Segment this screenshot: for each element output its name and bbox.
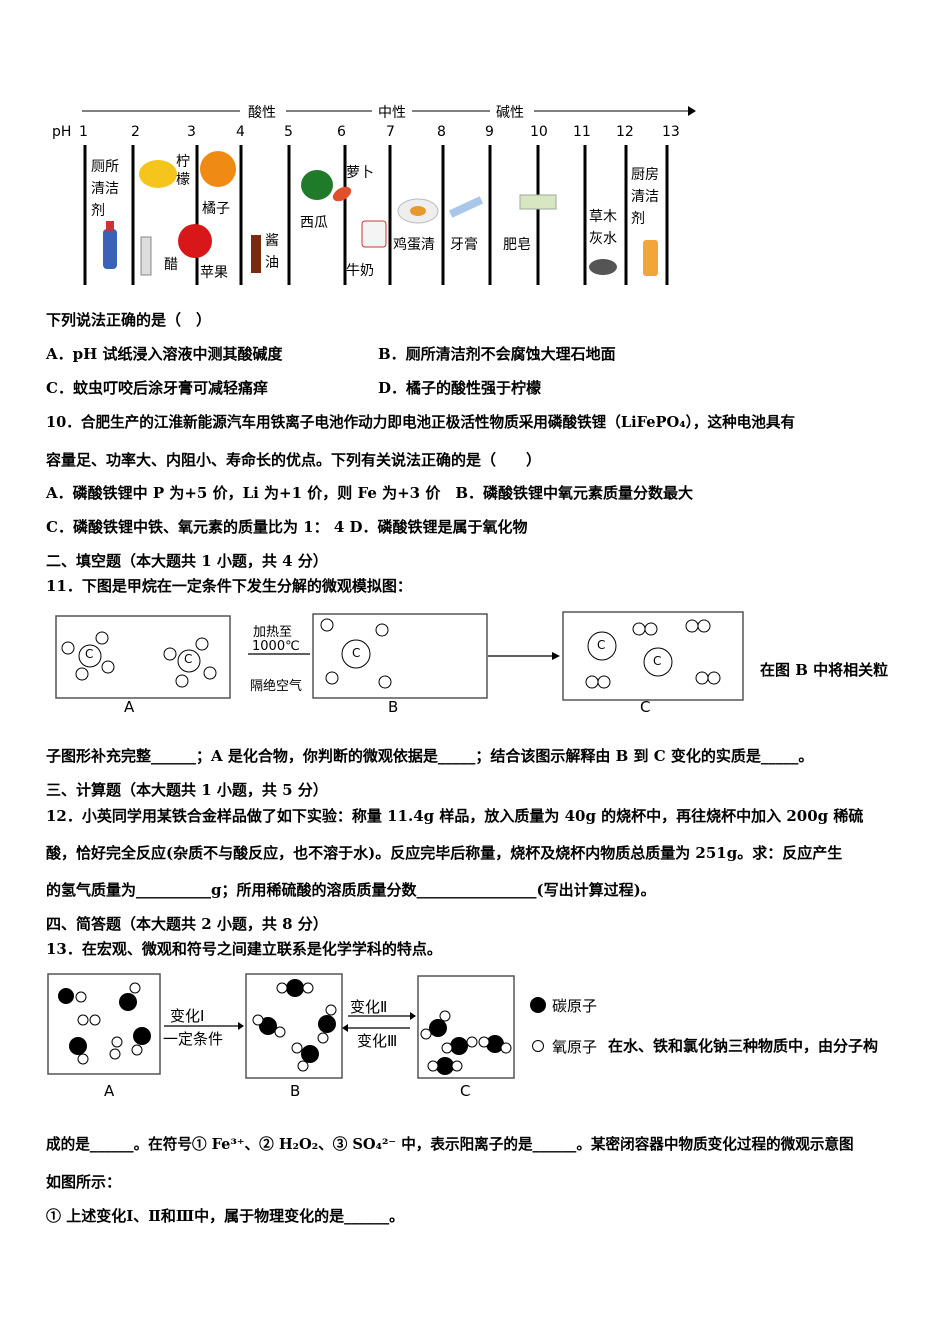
ph-tick: 1: [79, 124, 88, 140]
kitchen-cleaner-bottle: [643, 240, 658, 276]
radish-picture: [332, 186, 352, 202]
base-label: 碱性: [496, 105, 524, 121]
q11-label-c: C: [640, 698, 651, 716]
q13-right-text: 在水、铁和氯化钠三种物质中，由分子构: [608, 1037, 879, 1055]
q10-options-cd: C．磷酸铁锂中铁、氧元素的质量比为 1： 4 D．磷酸铁锂是属于氧化物: [46, 518, 528, 536]
toilet-cleaner-bottle: [103, 229, 117, 269]
neutral-label: 中性: [378, 105, 406, 121]
ph-tick: 9: [485, 124, 494, 140]
ash-water-bowl: [589, 259, 617, 275]
q13-change3: 变化Ⅲ: [357, 1032, 398, 1050]
carbon-legend-icon: [530, 997, 546, 1013]
atom-carbon: C: [184, 652, 193, 666]
soap-picture: [519, 194, 557, 210]
q11-label-a: A: [124, 698, 135, 716]
ph-chart-svg: [82, 106, 696, 285]
ph-tick: 13: [662, 124, 680, 140]
ph-tick: 10: [530, 124, 548, 140]
item-milk: 牛奶: [346, 263, 374, 279]
orange-picture: [200, 151, 236, 187]
ph-chart: [40, 95, 720, 295]
legend-oxygen: 氧原子: [552, 1038, 598, 1056]
q13-label-b: B: [290, 1082, 301, 1100]
ph-tick: 12: [616, 124, 634, 140]
watermelon-picture: [301, 170, 333, 200]
lemon-picture: [139, 160, 177, 188]
item-radish: 萝卜: [346, 165, 374, 181]
q13-figure: [46, 970, 526, 1082]
q11-arrow-bottom: 隔绝空气: [250, 679, 303, 694]
ph-tick: 2: [131, 124, 140, 140]
acid-label: 酸性: [248, 105, 276, 121]
atom-carbon: C: [597, 638, 606, 652]
q12-line3: 的氢气质量为__________g；所用稀硫酸的溶质质量分数__________…: [46, 881, 656, 899]
box-b: [312, 613, 488, 699]
item-soap: 肥皂: [503, 237, 531, 253]
q13-change2: 变化Ⅱ: [350, 998, 388, 1016]
item-orange: 橘子: [202, 201, 230, 217]
item-kitchen-cleaner: 厨房清洁剂: [631, 167, 659, 227]
q12-line2: 酸，恰好完全反应(杂质不与酸反应，也不溶于水)。反应完毕后称量，烧杯及烧杯内物质…: [46, 844, 843, 862]
section-2-heading: 二、填空题（本大题共 1 小题，共 4 分）: [46, 552, 328, 570]
q11-arrow-top: 加热至: [253, 625, 293, 640]
section-4-heading: 四、简答题（本大题共 2 小题，共 8 分）: [46, 915, 328, 933]
atom-carbon: C: [352, 646, 361, 660]
item-toilet-cleaner: 厕所清洁剂: [91, 159, 119, 219]
item-soy-sauce: 酱油: [265, 233, 279, 271]
q13-label-c: C: [460, 1082, 471, 1100]
ph-tick: 5: [284, 124, 293, 140]
ph-label: pH: [52, 124, 72, 140]
q11-figure: [52, 608, 752, 720]
item-egg-white: 鸡蛋清: [393, 237, 435, 253]
q9-stem: 下列说法正确的是（ ）: [46, 311, 212, 329]
q11-label-b: B: [388, 698, 399, 716]
q9-option-c: C．蚊虫叮咬后涂牙膏可减轻痛痒: [46, 379, 268, 397]
ph-tick: 7: [386, 124, 395, 140]
item-watermelon: 西瓜: [300, 215, 328, 231]
item-ash-water: 草木灰水: [589, 209, 617, 247]
item-apple: 苹果: [200, 265, 228, 281]
q13-label-a: A: [104, 1082, 115, 1100]
q13-stem: 13．在宏观、微观和符号之间建立联系是化学学科的特点。: [46, 940, 442, 958]
vinegar-bottle: [140, 236, 152, 276]
q13-condition: 一定条件: [163, 1030, 224, 1048]
soy-sauce-bottle: [251, 235, 261, 273]
q12-line1: 12．小英同学用某铁合金样品做了如下实验：称量 11.4g 样品，放入质量为 4…: [46, 807, 864, 825]
atom-carbon: C: [85, 647, 94, 661]
q13-change1: 变化Ⅰ: [170, 1007, 205, 1025]
q10-options-ab: A．磷酸铁锂中 P 为+5 价，Li 为+1 价，则 Fe 为+3 价 B．磷酸…: [46, 484, 694, 502]
apple-picture: [178, 224, 212, 258]
q11-right-text: 在图 B 中将相关粒: [760, 661, 889, 679]
q10-line2: 容量足、功率大、内阻小、寿命长的优点。下列有关说法正确的是（ ）: [46, 451, 542, 469]
atom-carbon: C: [653, 654, 662, 668]
q11-stem: 11．下图是甲烷在一定条件下发生分解的微观模拟图：: [46, 577, 412, 595]
q9-option-a: A．pH 试纸浸入溶液中测其酸碱度: [46, 345, 283, 363]
q11-line2: 子图形补充完整______；A 是化合物，你判断的微观依据是_____；结合该图…: [46, 747, 814, 765]
ph-tick: 3: [187, 124, 196, 140]
q11-arrow-mid: 1000℃: [252, 639, 300, 654]
item-vinegar: 醋: [164, 257, 178, 273]
ph-tick: 8: [437, 124, 446, 140]
milk-picture: [361, 220, 387, 248]
q9-option-b: B．厕所清洁剂不会腐蚀大理石地面: [378, 345, 616, 363]
q13-line4: ① 上述变化Ⅰ、Ⅱ和Ⅲ中，属于物理变化的是______。: [46, 1207, 405, 1225]
ph-tick: 11: [573, 124, 591, 140]
oxygen-legend-icon: [532, 1040, 544, 1052]
q9-option-d: D．橘子的酸性强于柠檬: [378, 379, 542, 397]
q13-line3: 如图所示：: [46, 1173, 122, 1191]
ph-tick: 6: [337, 124, 346, 140]
toothpaste-picture: [448, 196, 484, 218]
item-lemon: 柠檬: [176, 154, 190, 188]
legend-carbon: 碳原子: [552, 997, 598, 1015]
section-3-heading: 三、计算题（本大题共 1 小题，共 5 分）: [46, 781, 328, 799]
ph-tick: 4: [236, 124, 245, 140]
q13-line2: 成的是______。在符号① Fe³⁺、② H₂O₂、③ SO₄²⁻ 中，表示阳…: [46, 1136, 854, 1153]
item-toothpaste: 牙膏: [450, 237, 478, 253]
q10-line1: 10．合肥生产的江淮新能源汽车用铁离子电池作动力即电池正极活性物质采用磷酸铁锂（…: [46, 414, 796, 431]
